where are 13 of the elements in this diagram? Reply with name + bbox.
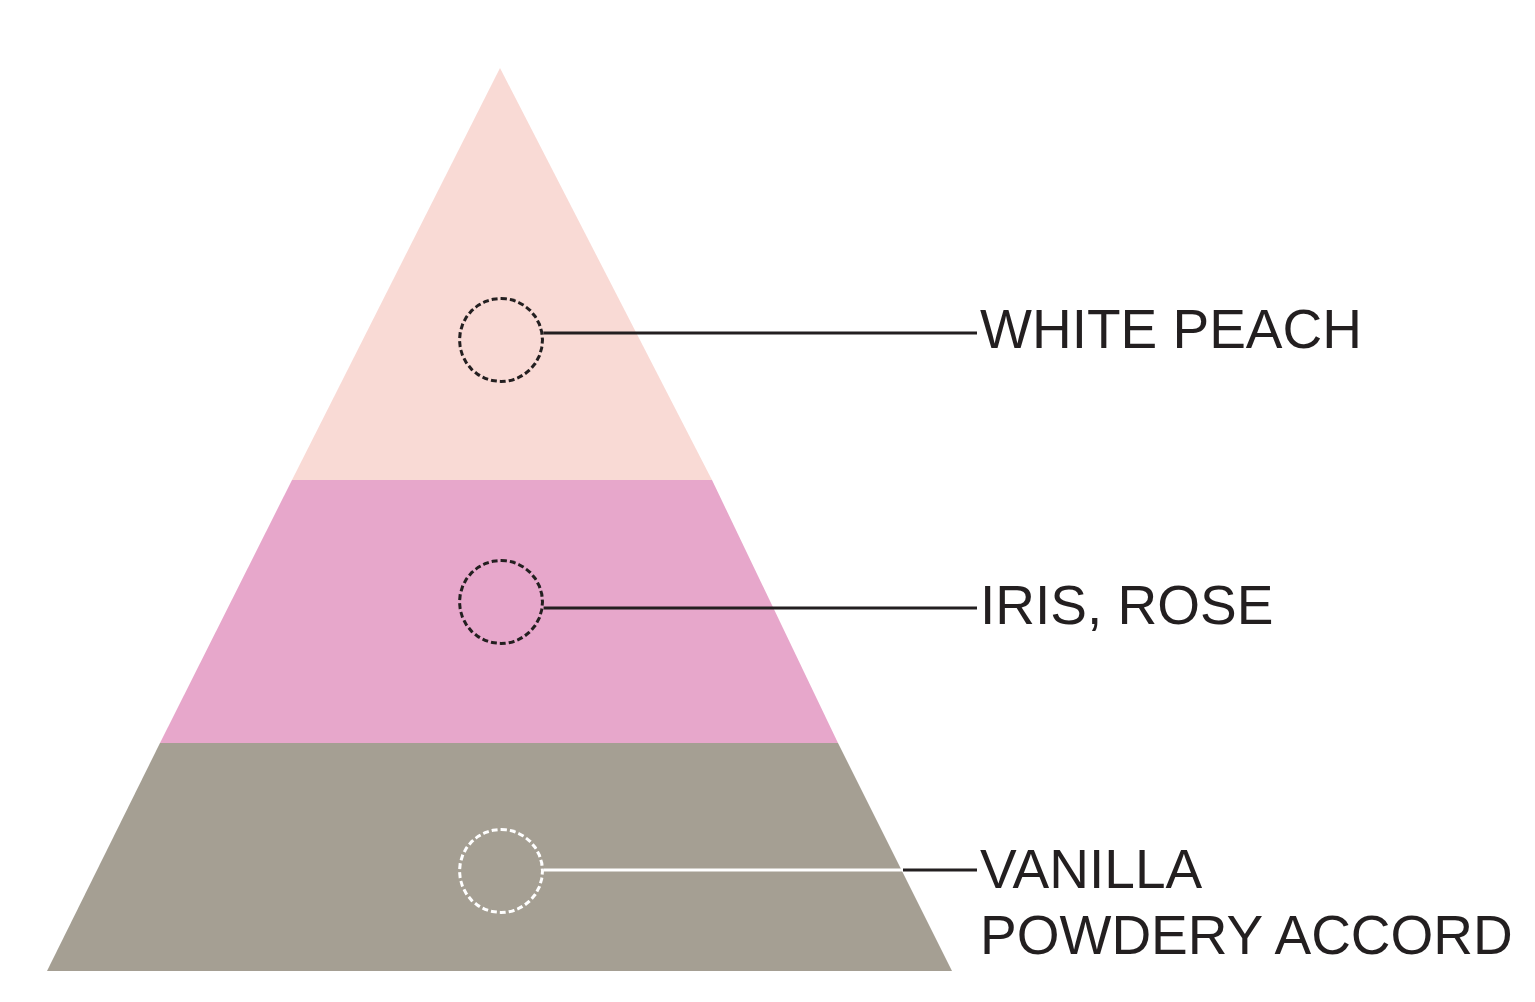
- leader-line: [543, 606, 977, 610]
- dashed-circle: [458, 559, 544, 645]
- note-label: WHITE PEACH: [980, 300, 1362, 358]
- note-label: VANILLA: [980, 840, 1204, 898]
- note-label: IRIS, ROSE: [980, 576, 1274, 634]
- dashed-circle: [458, 297, 544, 383]
- pyramid-top-section: [292, 68, 712, 480]
- dashed-circle: [458, 828, 544, 914]
- pyramid-band: [160, 480, 838, 743]
- leader-line: [543, 331, 977, 335]
- note-label: POWDERY ACCORD: [980, 906, 1513, 964]
- leader-line: [544, 868, 977, 872]
- pyramid-band: [47, 743, 952, 971]
